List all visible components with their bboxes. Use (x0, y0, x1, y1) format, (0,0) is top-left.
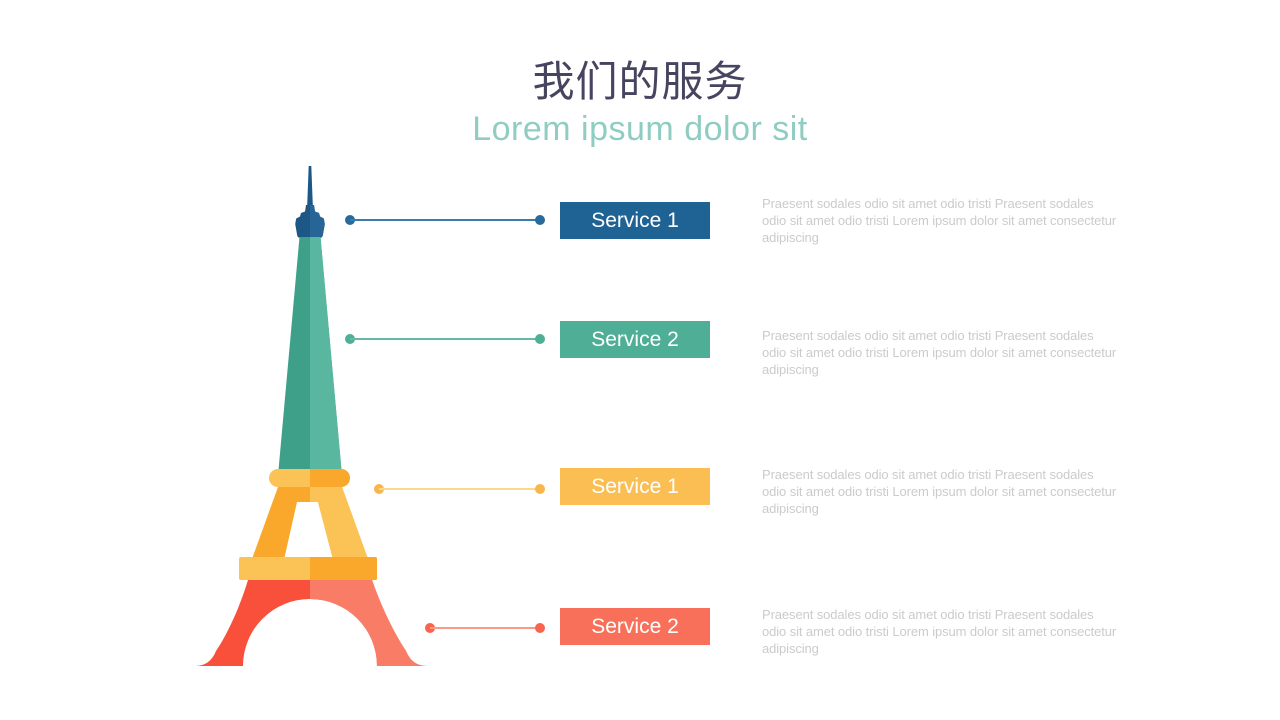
connector-dot-right (535, 334, 545, 344)
slide-subtitle: Lorem ipsum dolor sit (472, 110, 808, 148)
eiffel-tower-illustration (195, 166, 427, 666)
connector-dot-right (535, 484, 545, 494)
service-label-badge: Service 2 (560, 321, 710, 358)
connector-line (379, 488, 540, 490)
connector-line (350, 338, 540, 340)
connector-line (430, 627, 540, 629)
service-label-badge: Service 1 (560, 468, 710, 505)
connector-dot-right (535, 215, 545, 225)
connector-line (350, 219, 540, 221)
service-description: Praesent sodales odio sit amet odio tris… (762, 196, 1117, 245)
slide-title: 我们的服务 (532, 58, 748, 105)
tower-antenna (307, 166, 313, 205)
service-description: Praesent sodales odio sit amet odio tris… (762, 607, 1117, 656)
service-label-badge: Service 2 (560, 608, 710, 645)
connector-dot-right (535, 623, 545, 633)
service-description: Praesent sodales odio sit amet odio tris… (762, 328, 1117, 377)
service-description: Praesent sodales odio sit amet odio tris… (762, 467, 1117, 516)
service-label-badge: Service 1 (560, 202, 710, 239)
tower-shapes-light-half (310, 205, 427, 666)
